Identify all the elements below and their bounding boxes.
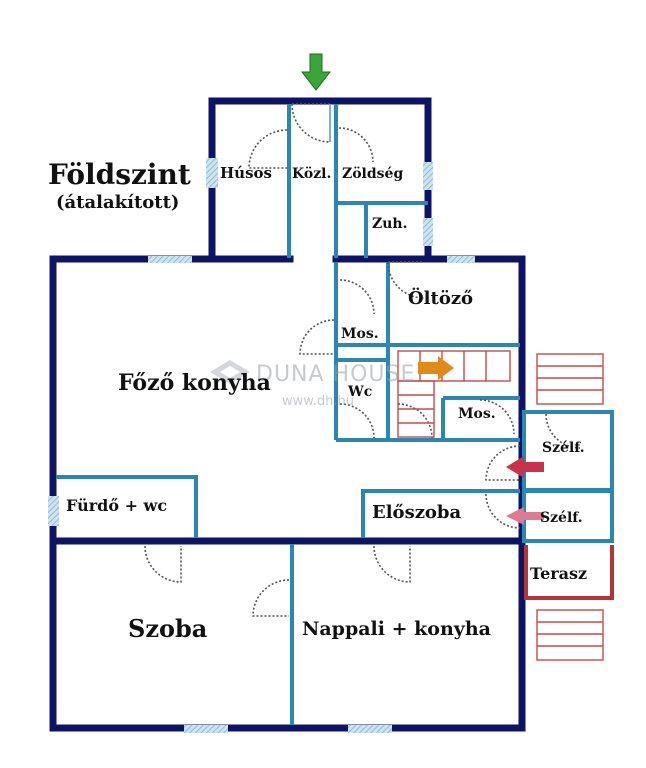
room-label-wc: Wc: [348, 384, 373, 400]
entry-arrow-icon: [300, 53, 332, 91]
page-subtitle: (átalakított): [56, 192, 180, 213]
side-arrow-icon-light: [506, 507, 544, 525]
side-arrow-icon: [506, 456, 544, 478]
room-label-eloszoba: Előszoba: [372, 502, 462, 523]
stairs: [397, 350, 511, 438]
outside-steps-lower: [536, 609, 604, 661]
room-label-zuh: Zuh.: [372, 216, 408, 232]
room-label-szelf-2: Szélf.: [540, 510, 583, 526]
room-label-zoldseg: Zöldség: [342, 166, 404, 182]
room-label-szelf-1: Szélf.: [542, 440, 585, 456]
page-title: Földszint: [48, 158, 191, 191]
room-label-mos-2: Mos.: [458, 406, 496, 422]
windows: [48, 158, 475, 733]
room-label-nappali-konyha: Nappali + konyha: [302, 618, 491, 640]
room-label-oltozo: Öltöző: [408, 288, 474, 309]
room-label-mos: Mos.: [341, 326, 379, 342]
room-label-furdo-wc: Fürdő + wc: [66, 496, 168, 515]
room-label-szoba: Szoba: [128, 614, 208, 643]
stair-arrow-icon: [418, 356, 454, 380]
room-label-kozl: Közl.: [292, 166, 332, 182]
room-label-terasz: Terasz: [530, 564, 588, 583]
watermark-logo: [210, 360, 250, 384]
room-label-husos: Húsos: [220, 164, 272, 182]
outside-steps-upper: [536, 353, 604, 405]
watermark-brand: DUNA HOUSE: [256, 362, 416, 387]
terrace-outline: [524, 545, 614, 600]
watermark-url: www.dh.hu: [282, 394, 354, 409]
room-label-fozo-konyha: Főző konyha: [118, 370, 271, 396]
inner-walls: [56, 104, 614, 725]
doors: [144, 103, 581, 617]
